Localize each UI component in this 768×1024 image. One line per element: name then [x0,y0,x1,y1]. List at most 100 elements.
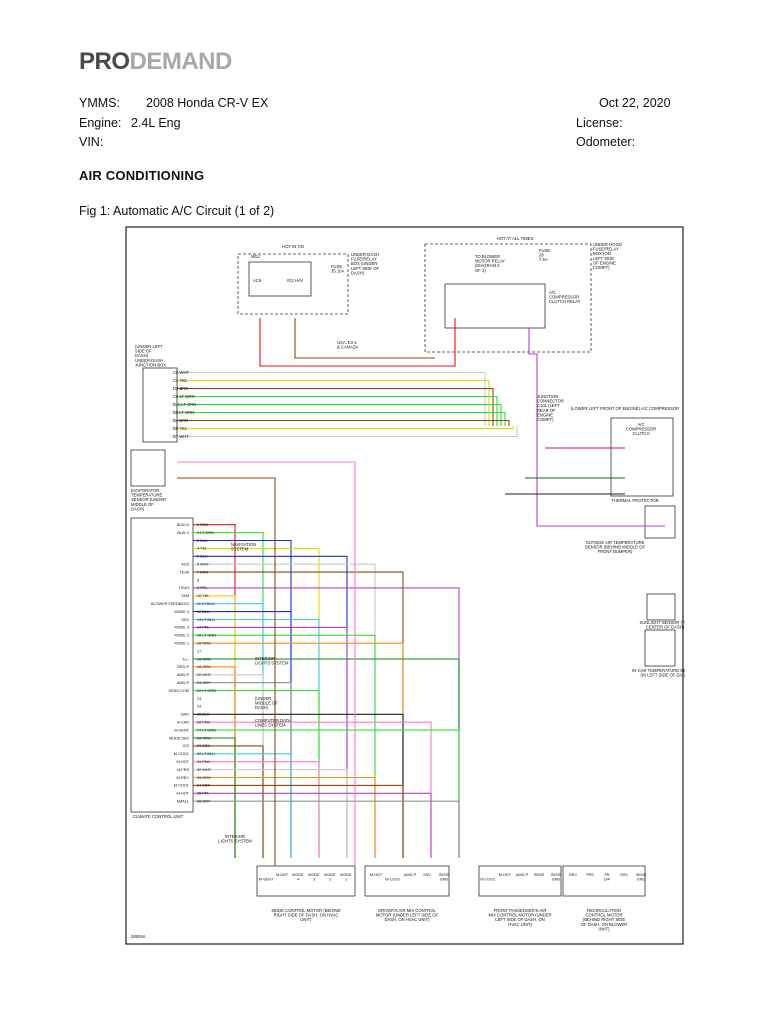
engine-label: Engine: [79,116,122,130]
usa-ex-label: USA: EX-L& CANADA [337,340,359,350]
ccu-pin-name: M-VENT [174,728,189,732]
junction-pin-label: C8 WHT [173,370,189,375]
ccu-pin-wire: 31 PNK [197,760,211,764]
pass-motor-pin-label: SENS [534,873,545,877]
ccu-pin-wire: 26 PNK [197,721,211,725]
ccu-pin-wire: 18 GRN [197,657,211,661]
license-label: License: [576,116,623,130]
ig2-hav-label: IG2 HAV [287,278,303,283]
ccu-pin-name: BLW-G [177,523,189,527]
ccu-pin-wire: 22 LT GRN [197,689,216,693]
prodemand-logo: PRODEMAND [79,48,232,75]
junction-wire [177,411,506,426]
engine-value: 2.4L Eng [131,116,181,130]
ccu-pin-wire: 7 BRN [197,570,208,574]
ccu-pin-wire: 27 LT GRN [197,728,216,732]
ccu-wire [193,737,236,858]
ccu-pin-name: M-COOL [174,752,189,756]
ccu-pin-wire: 5 BLU [197,555,208,559]
ccu-pin-name: MODE DEF [169,736,190,740]
evap-wire-pnk [177,461,356,866]
section-title: AIR CONDITIONING [79,168,205,183]
ccu-pin-name: AMD-P [177,681,190,685]
driver-motor-pin-label: M-HOT [370,873,383,877]
junction-pin-label: D3 BRN [173,386,188,391]
ccu-pin-name: M-REC [177,776,190,780]
sunlight-sensor-label: SUNLIGHT SENSOR (TOPCENTER OF DASH) [639,620,685,630]
ccu-pin-name: MODE 2 [174,634,189,638]
ccu-pin-wire: 4 YEL [197,547,207,551]
ac-compressor-label: (LOWER LEFT FRONT OF ENGINE) A/C COMPRES… [571,406,680,411]
ccu-pin-wire: 15 LT GRN [197,634,216,638]
ccu-pin-wire: 36 GRY [197,800,211,804]
ccu-wire [193,761,320,858]
junction-wire [177,379,490,426]
junction-pin-label: B7 WHT [173,434,189,439]
feed-wire-brn [294,318,435,359]
ccu-pin-name: IG2 [183,744,189,748]
climate-control-unit-label: CLIMATE CONTROL UNIT [133,814,184,819]
ccu-pin-wire: 10 YEL [197,594,209,598]
mdj-label: MDJ [251,254,260,259]
junction-wire [177,403,502,426]
ccu-pin-name: BLW-V [177,531,189,535]
ccu-pin-wire: 34 BRN [197,784,211,788]
ccu-pin-wire: 9 PPL [197,586,207,590]
driver-motor-pin-label: AMD-P [404,873,417,877]
ccu-pin-name: M-HOT [177,792,190,796]
junction-wire [177,426,514,430]
recirc-motor-pin-label: SSV [620,873,628,877]
hot-at-all-times-label: HOT AT ALL TIMES [497,236,534,241]
odometer-label: Odometer: [576,135,636,149]
ccu-pin-wire: 20 WHT [197,673,212,677]
recirc-motor-pin-label: FRS [586,873,594,877]
ccu-pin-name: SMALL [177,800,189,804]
junction-pin-label: B11 LT GRN [173,402,196,407]
junction-wire [177,395,498,426]
ccu-pin-wire: 13 LT BLU [197,618,215,622]
ccu-pin-wire: 19 ORG [197,665,211,669]
ccu-pin-name: RED-P [177,665,189,669]
driver-motor-pin-label: SSV [423,873,431,877]
junction-pin-label: C4 YEL [173,378,188,383]
ccu-pin-wire: 33 ORG [197,776,211,780]
ccu-pin-name: MODE 4 [174,610,189,614]
ccu-pin-name: GND [181,713,190,717]
junction-pin-label: B8 LT GRN [173,410,194,415]
ccu-wire [193,776,376,858]
pass-motor-pin-label: M-COOL [480,878,495,882]
ccu-pin-name: ACS [181,563,189,567]
mode-motor-pin-label: M-DEF [276,873,289,877]
ccu-pin-wire: 17 [197,649,201,653]
report-date: Oct 22, 2020 [599,96,671,110]
ccu-pin-name: TAM [181,594,189,598]
pass-motor-pin-label: M-HOT [499,873,512,877]
incar-sensor-label: IN-CAR TEMPERATURE SENSOR(IN LEFT SIDE O… [632,668,685,678]
junction-wire [177,387,494,426]
figure-caption: Fig 1: Automatic A/C Circuit (1 of 2) [79,204,275,218]
ccu-pin-wire: 16 ORG [197,642,211,646]
ccu-wire [193,769,348,858]
ccu-pin-name: TSUN [179,586,190,590]
relay-wire-ppl [528,328,665,527]
ac6-label: AC6 [253,278,262,283]
feed-wire-red [259,318,456,367]
ccu-pin-wire: 23 [197,697,201,701]
ccu-pin-wire: 29 BRN [197,744,211,748]
